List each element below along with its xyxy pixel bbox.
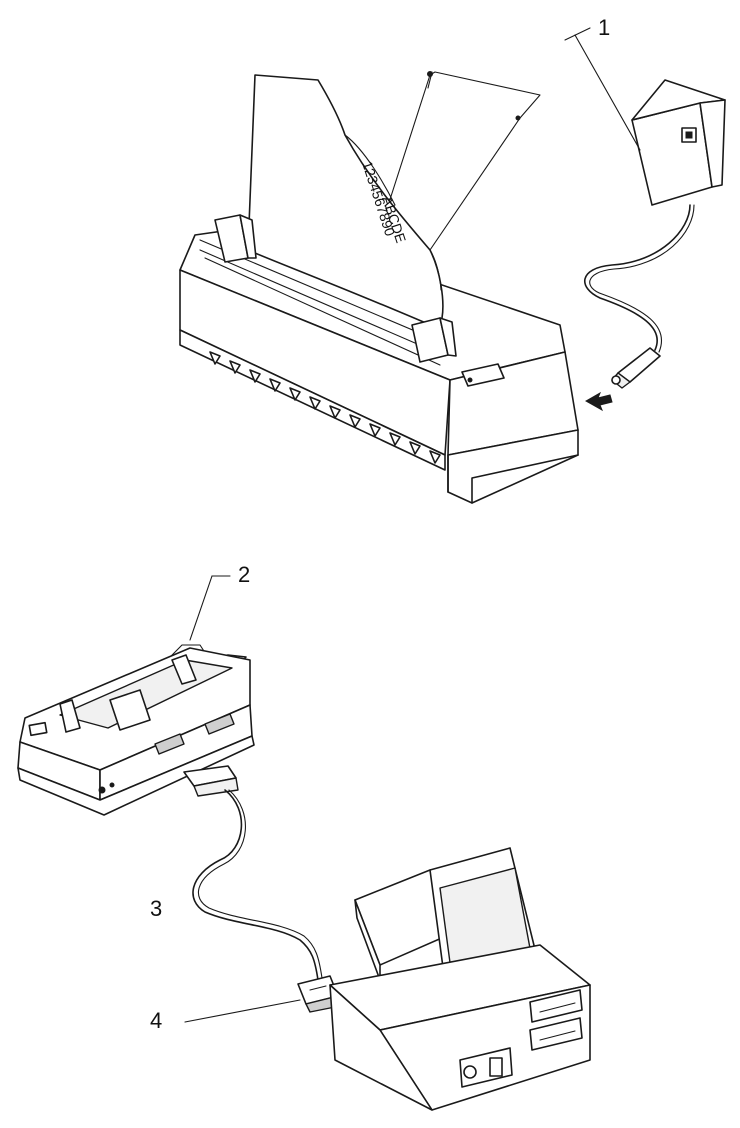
callout-4: 4: [150, 999, 301, 1033]
paper-sheet: [247, 74, 444, 331]
printer-small: [17, 644, 255, 816]
sprocket-teeth: [209, 351, 441, 464]
computer: [329, 847, 591, 1111]
callout-3-label: 3: [150, 896, 162, 921]
callout-2: 2: [189, 562, 250, 641]
callout-1: 1: [564, 15, 641, 151]
plug-in-arrow: [584, 391, 613, 412]
callout-4-label: 4: [150, 1008, 162, 1033]
printer-large: ABCDE 1234567890: [179, 71, 613, 504]
callout-1-label: 1: [598, 15, 610, 40]
power-adapter: [583, 79, 726, 389]
interface-cable: [183, 765, 341, 1013]
callout-3: 3: [150, 896, 162, 921]
callout-2-label: 2: [238, 562, 250, 587]
